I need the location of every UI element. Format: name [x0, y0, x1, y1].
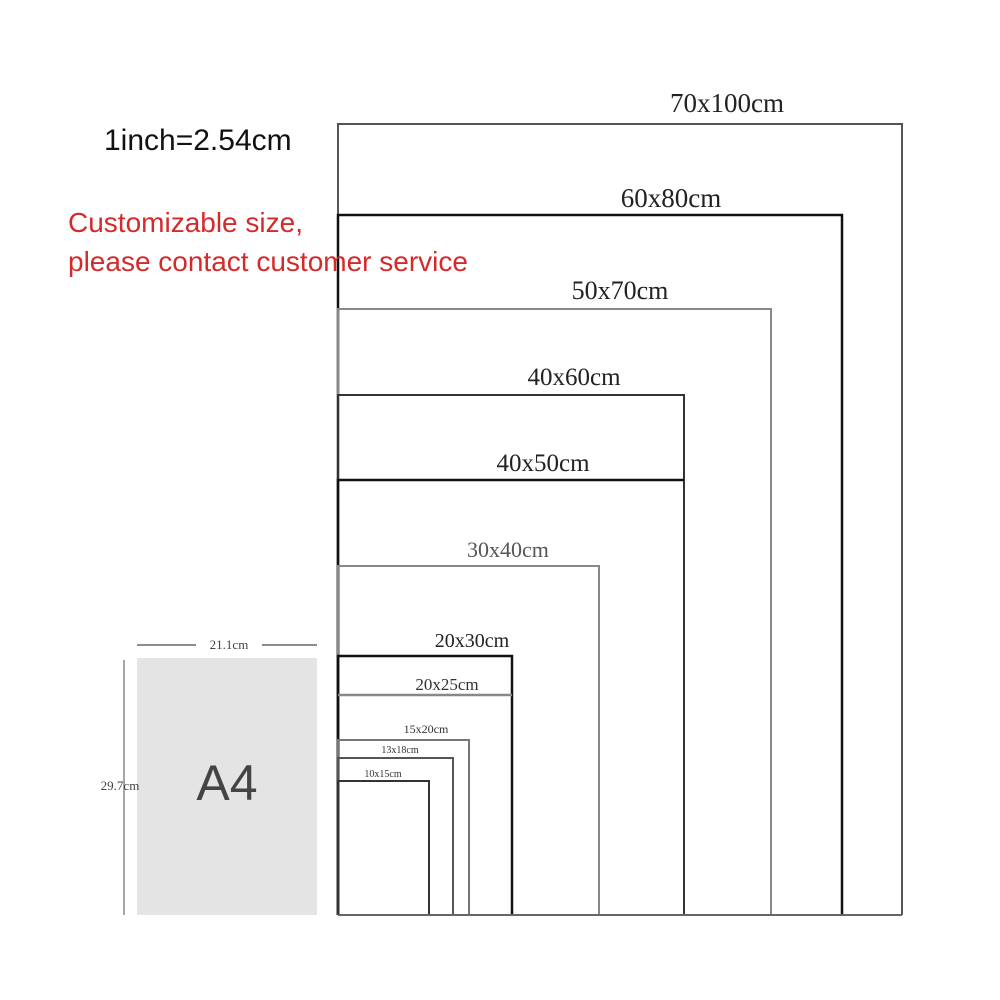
inch-conversion-note: 1inch=2.54cm: [104, 124, 292, 157]
a4-sheet: [137, 658, 317, 915]
a4-reference: A4 21.1cm 29.7cm: [101, 637, 317, 915]
size-frame-40x50: 40x50cm: [336, 450, 684, 915]
a4-label: A4: [196, 755, 257, 811]
size-label: 60x80cm: [621, 183, 722, 213]
frame-outline: [337, 123, 903, 915]
size-frames: 70x100cm 60x80cm 50x70cm 40x60cm 40x50cm…: [336, 88, 903, 916]
size-label: 30x40cm: [467, 537, 549, 562]
a4-height-label: 29.7cm: [101, 778, 140, 793]
size-label: 50x70cm: [572, 276, 669, 305]
frame-outline: [337, 780, 430, 915]
size-label: 40x60cm: [527, 364, 621, 391]
a4-width-label: 21.1cm: [210, 637, 249, 652]
size-label: 40x50cm: [496, 450, 590, 477]
size-label: 20x30cm: [435, 630, 510, 652]
frame-outline: [337, 308, 772, 915]
size-label: 15x20cm: [404, 722, 449, 736]
size-label: 20x25cm: [415, 675, 478, 694]
size-frame-20x25: 20x25cm: [338, 675, 512, 697]
frame-outline: [337, 739, 470, 915]
size-frame-10x15: 10x15cm: [337, 769, 430, 915]
size-label: 70x100cm: [670, 88, 784, 118]
size-label: 13x18cm: [381, 745, 418, 756]
custom-size-note-line1: Customizable size,: [68, 207, 303, 238]
size-label: 10x15cm: [364, 769, 401, 780]
custom-size-note-line2: please contact customer service: [68, 246, 468, 277]
